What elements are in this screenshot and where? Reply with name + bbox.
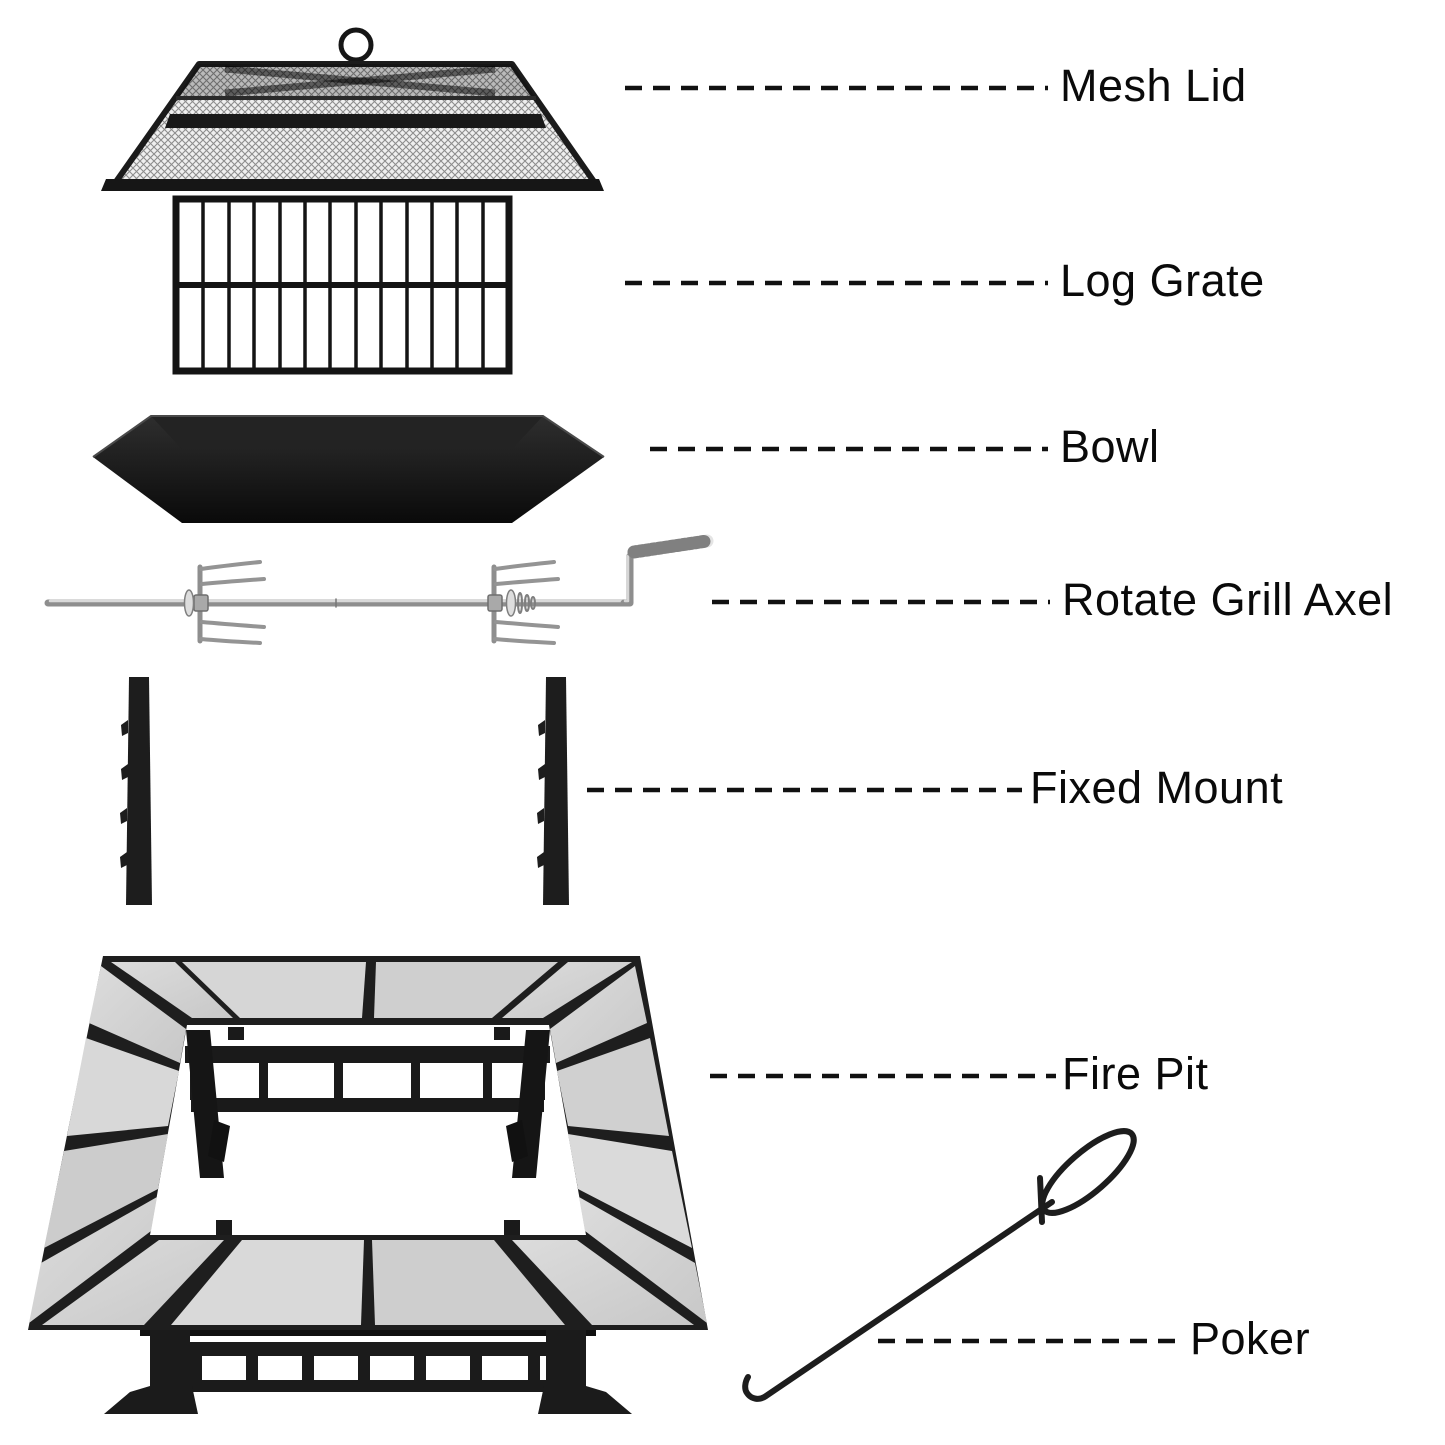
label-poker: Poker xyxy=(1190,1312,1311,1364)
fixed-mount-drawing xyxy=(120,677,569,905)
fire-pit-drawing xyxy=(28,956,708,1414)
label-log-grate: Log Grate xyxy=(1060,254,1265,306)
poker-handle-loop-icon xyxy=(1039,1128,1137,1216)
rotate-grill-axel-drawing xyxy=(44,534,714,645)
label-bowl: Bowl xyxy=(1060,420,1160,472)
tile-surface xyxy=(29,962,707,1325)
label-rotate-grill-axel: Rotate Grill Axel xyxy=(1062,573,1394,625)
log-grate-drawing xyxy=(172,195,513,375)
coil-spring-handle-icon xyxy=(627,534,714,559)
label-fixed-mount: Fixed Mount xyxy=(1030,761,1284,813)
label-mesh-lid: Mesh Lid xyxy=(1060,59,1247,111)
lid-ring-handle-icon xyxy=(338,27,374,63)
label-fire-pit: Fire Pit xyxy=(1062,1047,1209,1099)
mesh-lid-drawing xyxy=(101,27,604,191)
poker-drawing xyxy=(742,1128,1137,1402)
bowl-drawing xyxy=(92,415,605,523)
